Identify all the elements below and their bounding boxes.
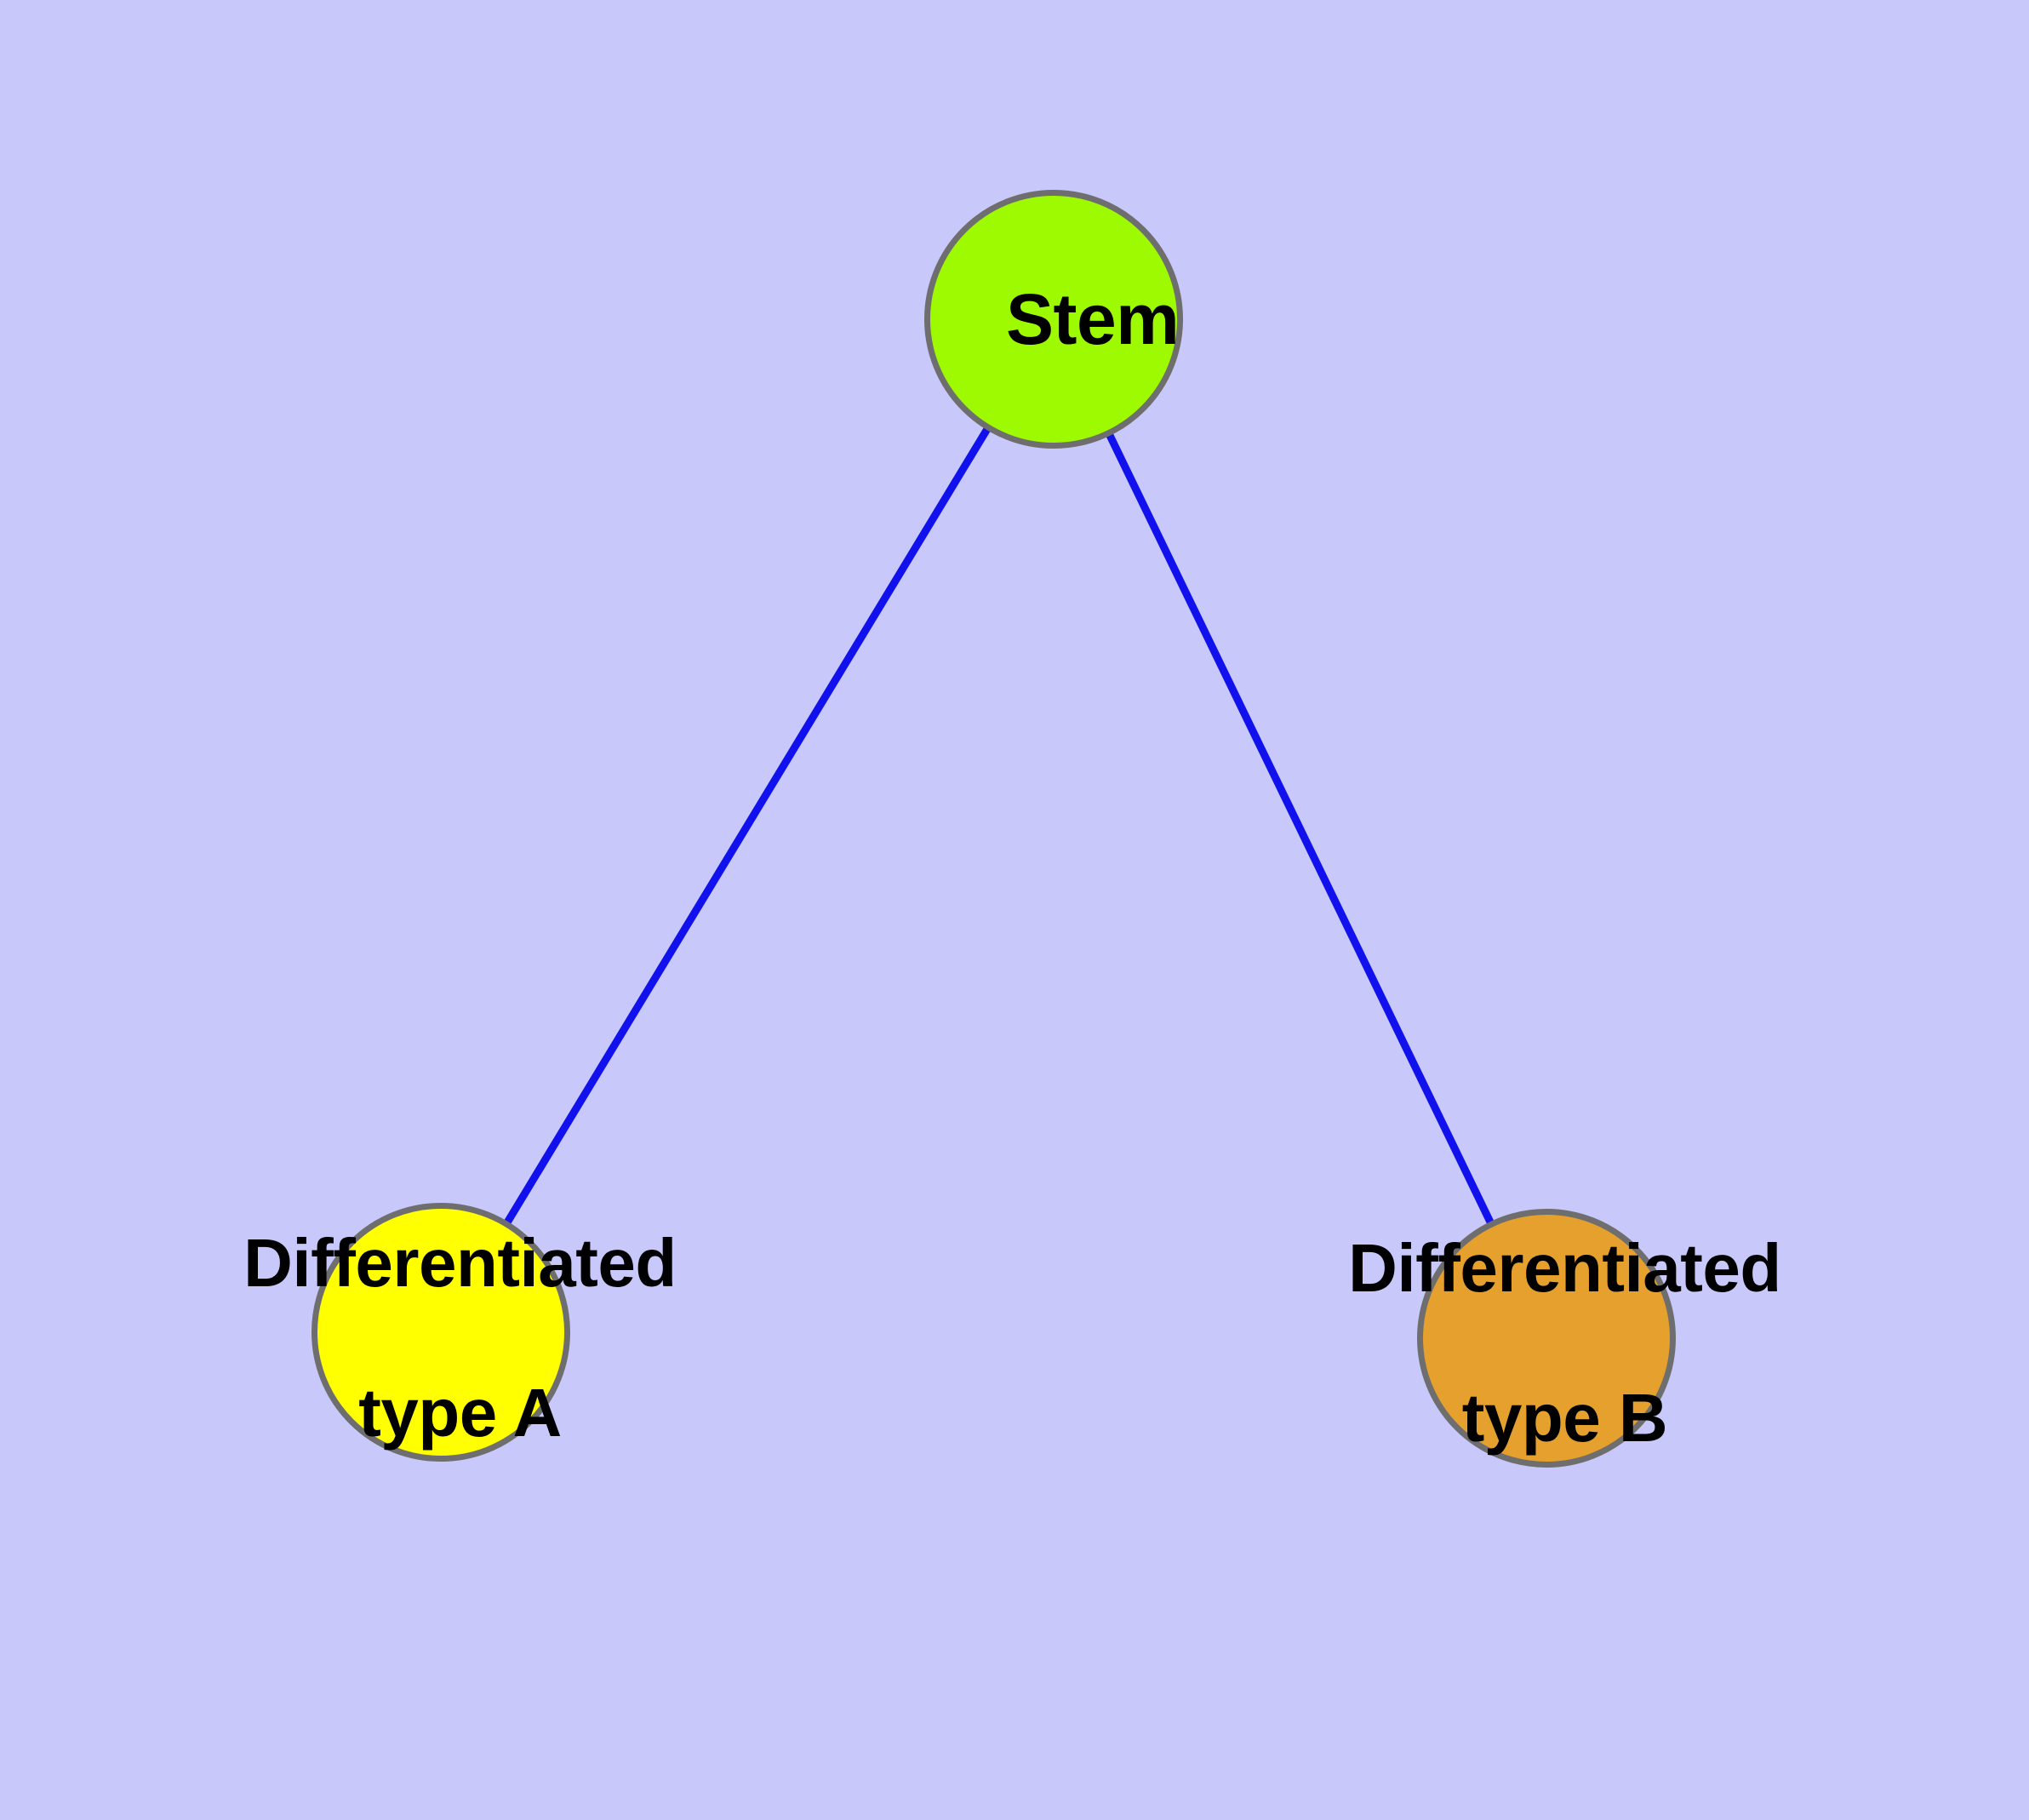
node-diff-b[interactable]	[1417, 1209, 1676, 1468]
node-group	[311, 190, 1676, 1468]
edge-stem-diff-b[interactable]	[1049, 318, 1551, 1340]
node-diff-a[interactable]	[311, 1203, 570, 1462]
edge-group	[437, 317, 1551, 1340]
node-stem[interactable]	[924, 190, 1183, 449]
edge-stem-diff-a[interactable]	[437, 317, 1057, 1335]
